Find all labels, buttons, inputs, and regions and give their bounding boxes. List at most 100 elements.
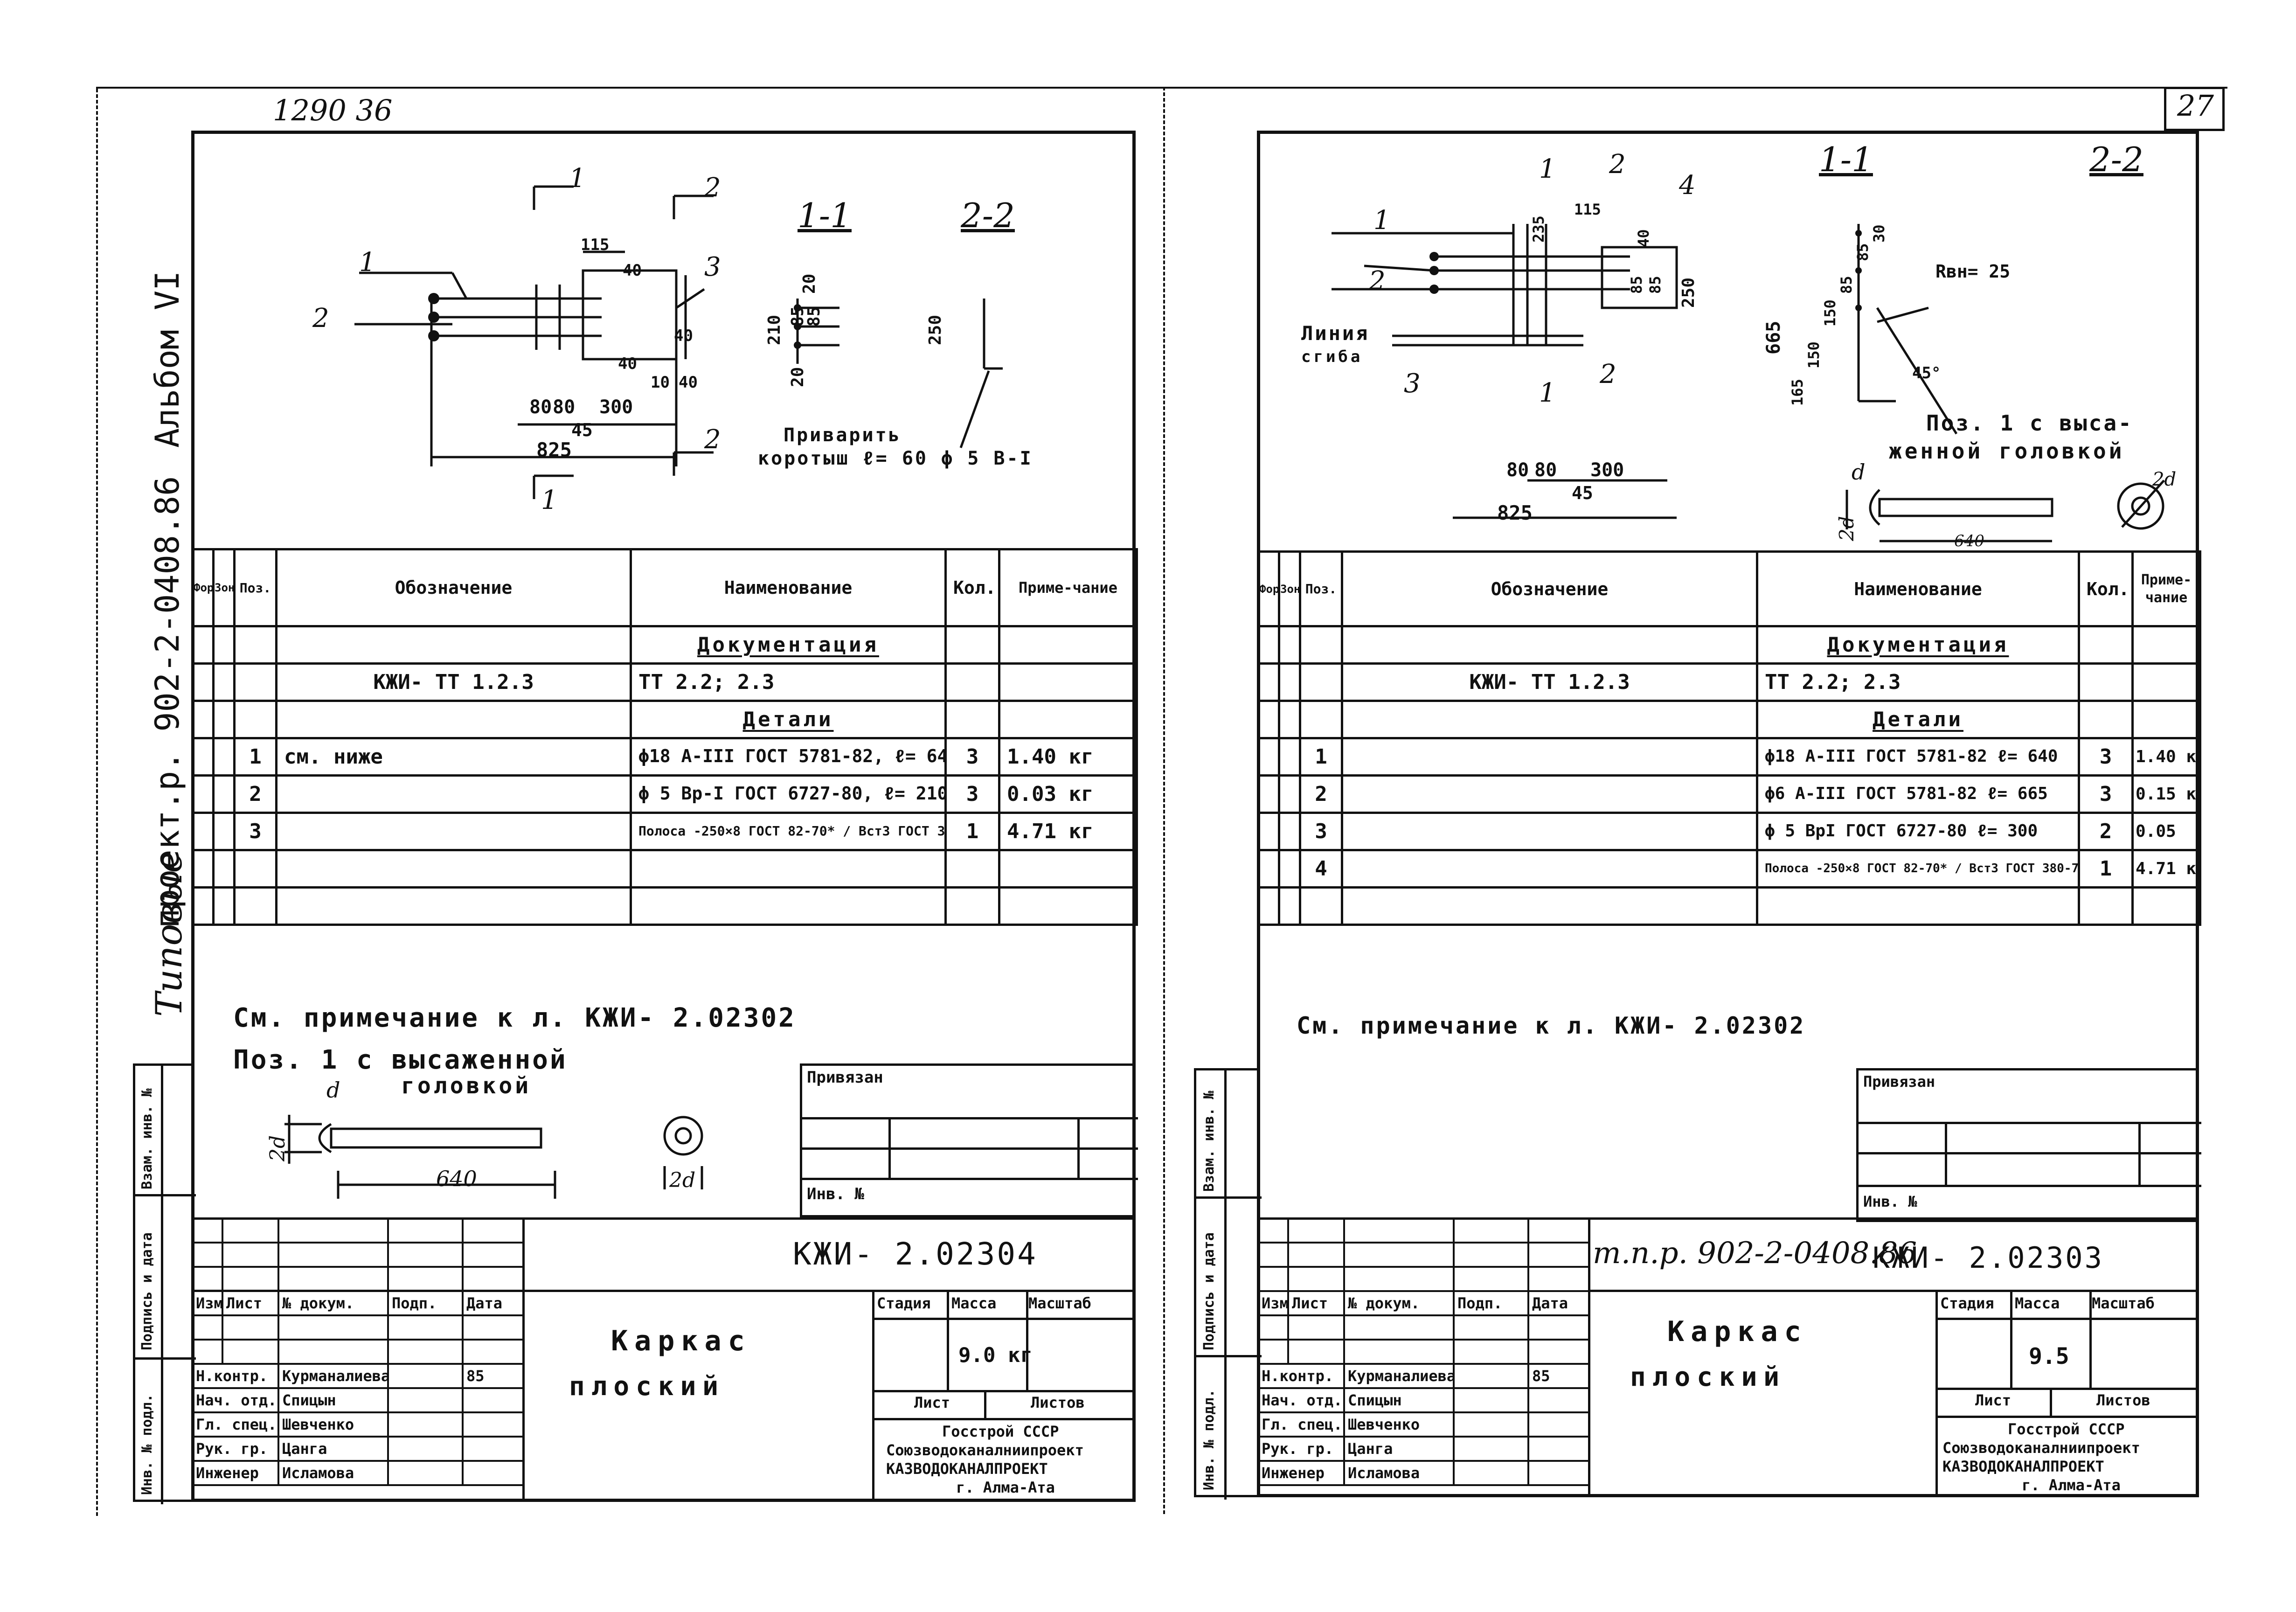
left-dim-250: 250 [926, 314, 945, 345]
left-weld-note-1: Приварить [784, 424, 902, 446]
left-sec-docs: Документация [697, 633, 879, 657]
right-dim-300: 300 [1590, 459, 1624, 481]
left-dim-40d: 40 [679, 373, 698, 392]
right-dim-80a: 80 [1506, 459, 1529, 481]
right-head-d: d [1852, 459, 1866, 485]
left-head-2d: 2d [266, 1135, 290, 1161]
left-head-d: d [326, 1077, 340, 1103]
left-signature-table: Изм. Лист № докум. Подп. Дата Н.контр.Ку… [191, 1217, 524, 1486]
right-col-designation: Обозначение [1341, 550, 1758, 627]
right-org-4: г. Алма-Ата [2022, 1476, 2121, 1494]
right-sheets-label: Листов [2096, 1391, 2150, 1409]
left-cut-1b: 1 [541, 485, 558, 515]
right-col-format: Формат [1257, 550, 1280, 627]
page-number: 27 [2177, 89, 2214, 123]
right-margin-stamp: Взам. инв. № Подпись и дата Инв. № подл. [1194, 1068, 1262, 1500]
right-stage-label: Стадия [1940, 1294, 1994, 1312]
right-project-code: т.п.р. 902-2-0408.86 [1593, 1236, 1917, 1271]
table-row: Гл. спец.Шевченко [1257, 1411, 1590, 1438]
left-dim-40a: 40 [623, 261, 642, 280]
left-col-zone: Зона [212, 548, 236, 627]
right-col-data: Дата [1527, 1290, 1590, 1316]
left-drawing [354, 185, 1003, 499]
left-inv-no: Инв. № [807, 1185, 864, 1203]
left-margin-stamp: Взам. инв. № Подпись и дата Инв. № подл. [133, 1063, 196, 1504]
right-section-1-1: 1-1 [1819, 140, 1873, 179]
right-col-note: Приме-чание [2131, 550, 2201, 627]
right-head-note-2: женной головкой [1889, 438, 2125, 464]
left-stage-label: Стадия [877, 1294, 931, 1312]
left-binding-block: Привязан Инв. № [800, 1063, 1138, 1217]
right-head-note-1: Поз. 1 с высa- [1926, 410, 2133, 436]
left-cut-1a: 1 [569, 163, 586, 194]
left-dim-20a: 20 [800, 273, 819, 294]
left-dim-20b: 20 [788, 367, 807, 387]
left-mass-value: 9.0 кг [958, 1343, 1033, 1367]
left-callout-3: 3 [704, 252, 721, 282]
left-col-pos: Поз. [233, 548, 277, 627]
side-title-album: Альбом VI [148, 271, 187, 448]
left-head-note-2: головкой [401, 1073, 532, 1099]
left-upset-head-sketch [284, 1115, 703, 1199]
left-scale-label: Масштаб [1028, 1294, 1091, 1312]
right-dim-85b: 85 [1646, 276, 1664, 294]
left-mass-label: Масса [951, 1294, 997, 1312]
left-dim-825: 825 [536, 438, 572, 461]
left-doc-name: ТТ 2.2; 2.3 [630, 662, 947, 702]
left-col-format: Формат [191, 548, 215, 627]
right-dim-150b: 150 [1821, 299, 1839, 327]
right-dim-85c: 85 [1838, 276, 1855, 294]
right-dim-45deg: 45° [1912, 364, 1941, 382]
left-sheets-label: Листов [1031, 1394, 1085, 1411]
right-org-3: КАЗВОДОКАНАЛПРОЕКТ [1942, 1458, 2104, 1475]
left-dim-115: 115 [581, 236, 610, 254]
right-signature-table: Изм. Лист № докум. Подп. Дата Н.контр.Ку… [1257, 1217, 1590, 1486]
right-margin-podp: Подпись и дата [1201, 1232, 1217, 1350]
left-title-block: КЖИ- 2.02304 Каркас плоский Стадия Масса… [191, 1217, 1136, 1502]
right-dim-30: 30 [1870, 224, 1888, 243]
left-dim-80a: 80 [529, 396, 552, 418]
right-dim-150a: 150 [1805, 341, 1823, 368]
left-cut-2a: 2 [704, 173, 721, 203]
right-upset-head-sketch [1845, 479, 2165, 542]
table-row: Рук. гр.Цанга [191, 1436, 524, 1462]
left-cut-2b: 2 [704, 424, 721, 455]
right-spec-table: Формат Зона Поз. Обозначение Наименовани… [1257, 550, 2201, 926]
left-spec-table: Формат Зона Поз. Обозначение Наименовани… [191, 548, 1138, 926]
table-row: Рук. гр.Цанга [1257, 1436, 1590, 1462]
left-weld-note-2: коротыш ℓ= 60 ϕ 5 B-I [758, 448, 1033, 469]
table-row: Нач. отд.Спицын [191, 1387, 524, 1413]
left-col-podp: Подп. [387, 1290, 464, 1316]
left-margin-vzam: Взам. инв. № [139, 1088, 155, 1189]
right-col-izm: Изм. [1257, 1290, 1289, 1316]
left-callout-2: 2 [312, 303, 329, 334]
table-row: Гл. спец.Шевченко [191, 1411, 524, 1438]
left-col-designation: Обозначение [275, 548, 632, 627]
right-col-zone: Зона [1278, 550, 1301, 627]
right-bend-line-1: Линия [1301, 322, 1370, 345]
left-col-note: Приме-чание [998, 548, 1138, 627]
right-dim-45: 45 [1572, 483, 1593, 503]
left-privyazan: Привязан [807, 1068, 883, 1087]
right-margin-vzam: Взам. инв. № [1201, 1091, 1217, 1192]
right-title-1: Каркас [1667, 1315, 1808, 1348]
right-col-name: Наименование [1756, 550, 2080, 627]
right-drawing [1332, 224, 1958, 519]
left-doc-code: КЖИ- 2.02304 [793, 1236, 1038, 1272]
right-doc-designation: КЖИ- ТТ 1.2.3 [1341, 662, 1758, 702]
left-doc-designation: КЖИ- ТТ 1.2.3 [275, 662, 632, 702]
right-dim-235: 235 [1530, 215, 1547, 243]
left-head-2d-circle: 2d [669, 1168, 696, 1192]
right-mass-label: Масса [2015, 1294, 2060, 1312]
right-sheet-label: Лист [1975, 1391, 2012, 1409]
right-col-ndoc: № докум. [1343, 1290, 1455, 1316]
left-org-4: г. Алма-Ата [956, 1479, 1055, 1496]
right-dim-665: 665 [1763, 320, 1784, 354]
right-sec-parts: Детали [1873, 708, 1963, 731]
right-head-2d: 2d [1835, 516, 1858, 541]
table-row: Нач. отд.Спицын [1257, 1387, 1590, 1413]
left-dim-210: 210 [765, 314, 784, 345]
